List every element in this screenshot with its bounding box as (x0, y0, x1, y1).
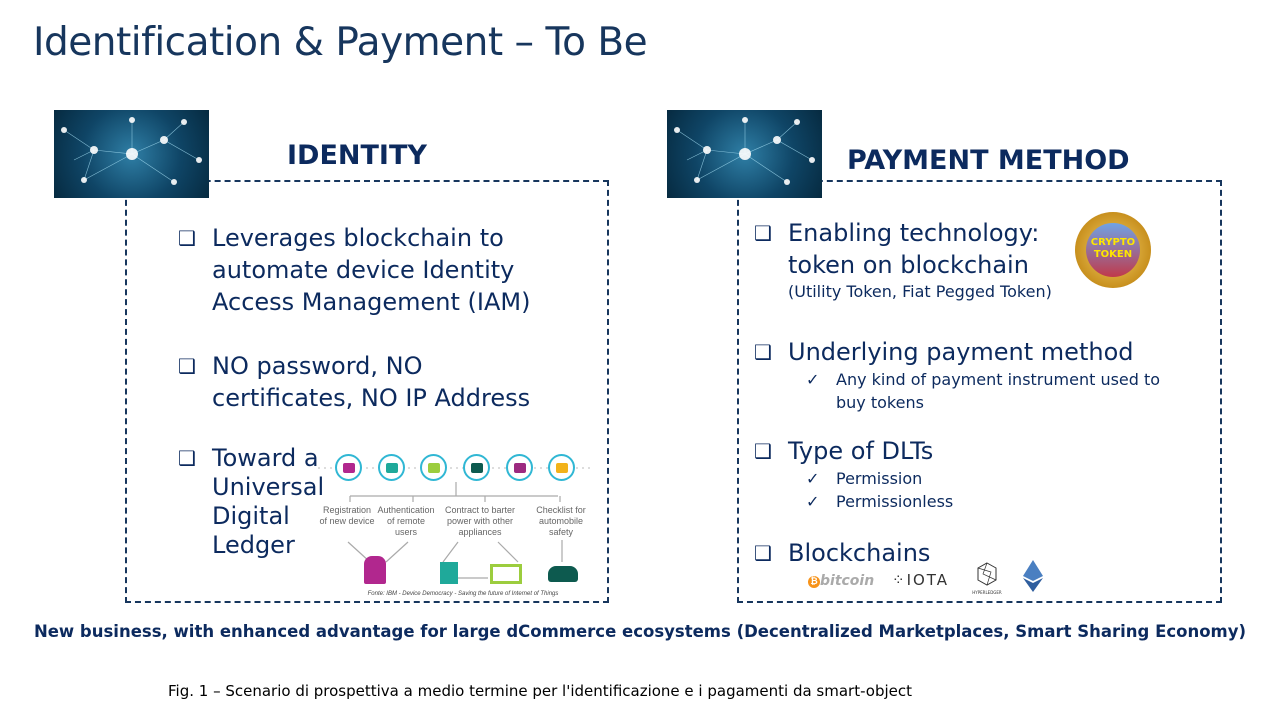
bullet-text: Toward a Universal Digital Ledger (212, 444, 325, 559)
check-icon: ✓ (806, 370, 820, 389)
diagram-connectors (318, 467, 593, 579)
bullet-subtext: (Utility Token, Fiat Pegged Token) (788, 282, 1052, 301)
bullet-text: Type of DLTs (788, 437, 934, 465)
diagram-label: Contract to barter power with other appl… (444, 505, 516, 537)
tv-icon (420, 454, 447, 481)
footer-statement: New business, with enhanced advantage fo… (33, 622, 1247, 641)
checkbox-bullet-icon: ❑ (754, 439, 772, 463)
identity-bullet: ❑ Leverages blockchain to automate device… (178, 222, 542, 318)
checkbox-bullet-icon: ❑ (178, 354, 196, 378)
iota-logo: ⁘IOTA (892, 571, 949, 589)
bitcoin-icon: ₿ (808, 576, 820, 588)
checkbox-bullet-icon: ❑ (754, 541, 772, 565)
identity-bullet: ❑ NO password, NO certificates, NO IP Add… (178, 350, 552, 414)
checkbox-bullet-icon: ❑ (178, 446, 196, 470)
car-icon (463, 454, 490, 481)
diagram-source: Fonte: IBM - Device Democracy - Saving t… (367, 591, 559, 597)
bullet-text: Blockchains (788, 539, 931, 567)
check-icon: ✓ (806, 469, 820, 488)
network-image (54, 110, 209, 198)
bullet-text: NO password, NO certificates, NO IP Addr… (212, 352, 531, 412)
bitcoin-logo: ₿bitcoin (808, 573, 874, 589)
check-item: Permission (836, 469, 923, 488)
lock-icon (364, 556, 386, 584)
car-icon (548, 566, 578, 582)
coin-text: CRYPTO (1090, 237, 1136, 248)
iota-icon: ⁘ (892, 571, 907, 589)
payment-bullet: ❑ Blockchains (754, 537, 1088, 569)
slide-title: Identification & Payment – To Be (33, 20, 648, 65)
lock-icon (335, 454, 362, 481)
coin-text: TOKEN (1093, 249, 1133, 260)
identity-heading: IDENTITY (287, 140, 427, 171)
bullet-text: Leverages blockchain to automate device … (212, 224, 531, 316)
checkbox-bullet-icon: ❑ (754, 340, 772, 364)
logo-text: bitcoin (820, 573, 875, 589)
diagram-label: Authentication of remote users (377, 505, 435, 537)
logo-text: HYPERLEDGER (972, 590, 1002, 595)
payment-bullet: ❑ Enabling technology: token on blockchai… (754, 217, 1078, 303)
logo-text: IOTA (906, 571, 950, 589)
washer-icon (378, 454, 405, 481)
tv-icon (490, 564, 522, 584)
bullet-text: Enabling technology: token on blockchain (788, 219, 1040, 279)
identity-bullet: ❑ Toward a Universal Digital Ledger (178, 444, 325, 560)
washer-icon (440, 562, 458, 584)
toaster-icon (506, 454, 533, 481)
payment-bullet: ❑ Type of DLTs ✓ Permission ✓ Permissionles… (754, 435, 1188, 513)
ethereum-icon (1023, 560, 1043, 592)
hyperledger-logo: HYPERLEDGER (968, 562, 1006, 595)
iot-diagram: Registration of new device Authenticatio… (318, 450, 608, 600)
hyperledger-icon (977, 562, 997, 586)
check-item: Any kind of payment instrument used to b… (836, 370, 1161, 412)
identity-panel (125, 180, 609, 603)
diagram-label: Registration of new device (319, 505, 375, 526)
diagram-label: Checklist for automobile safety (536, 505, 586, 537)
checkbox-bullet-icon: ❑ (754, 221, 772, 245)
payment-bullet: ❑ Underlying payment method ✓ Any kind of … (754, 336, 1208, 414)
payment-panel (737, 180, 1222, 603)
network-image (667, 110, 822, 198)
check-item: Permissionless (836, 492, 954, 511)
bullet-text: Underlying payment method (788, 338, 1134, 366)
payment-heading: PAYMENT METHOD (847, 145, 1130, 176)
jacket-icon (548, 454, 575, 481)
checkbox-bullet-icon: ❑ (178, 226, 196, 250)
check-icon: ✓ (806, 492, 820, 511)
figure-caption: Fig. 1 – Scenario di prospettiva a medio… (168, 682, 913, 700)
